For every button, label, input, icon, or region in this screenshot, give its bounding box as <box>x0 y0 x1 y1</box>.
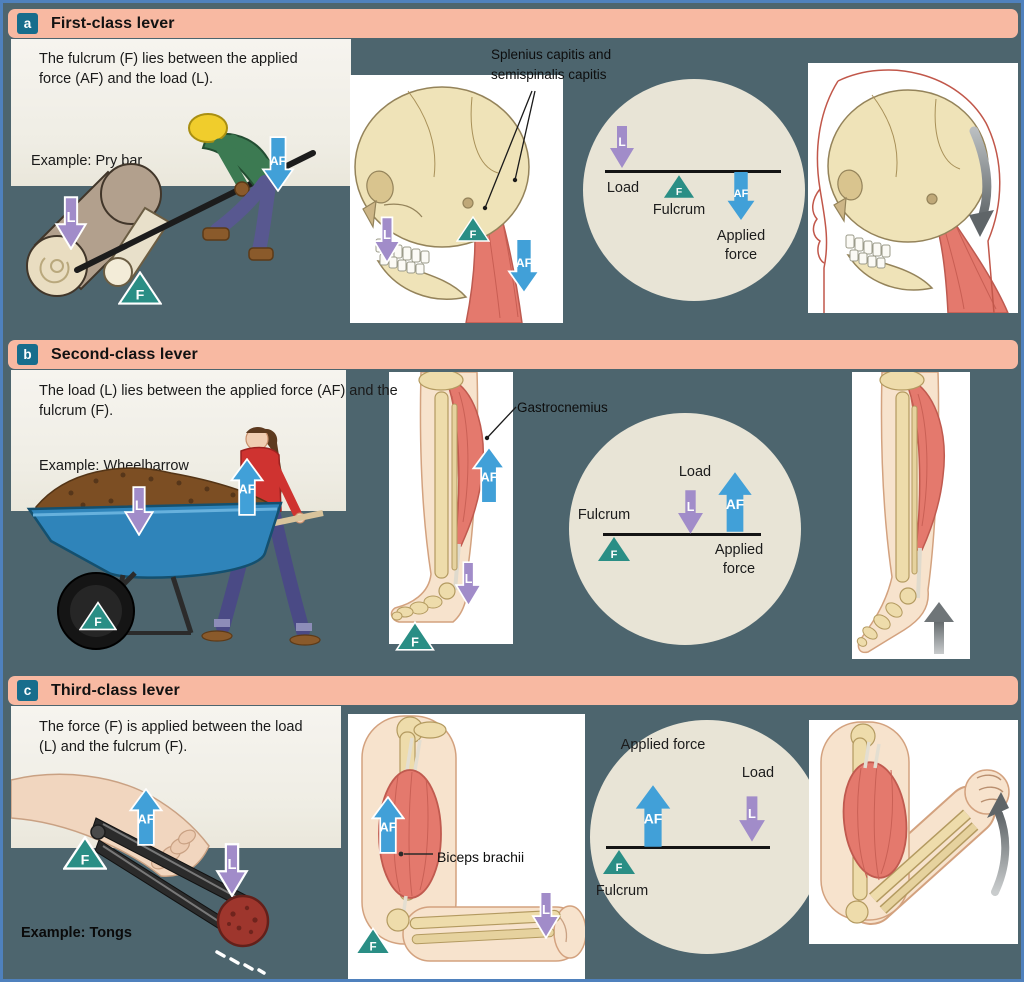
load-label: Load <box>606 180 640 196</box>
load-arrow: L <box>678 490 703 534</box>
tongs-illustration <box>11 773 270 975</box>
svg-text:F: F <box>411 635 419 649</box>
svg-text:L: L <box>383 227 391 242</box>
applied-force-arrow: AF <box>128 788 164 846</box>
svg-text:L: L <box>465 572 473 586</box>
applied-force-label: Applied force <box>716 228 766 263</box>
load-arrow: L <box>373 216 401 264</box>
plantar-flexion-art <box>856 372 954 654</box>
fulcrum-label: Fulcrum <box>652 202 706 218</box>
lever-bar <box>603 533 761 536</box>
fulcrum-triangle: F <box>63 836 107 870</box>
load-arrow: L <box>123 486 155 536</box>
label-leader-lines <box>482 90 536 211</box>
section-c-header: c Third-class lever <box>8 676 1018 705</box>
svg-text:AF: AF <box>734 188 749 200</box>
applied-force-label: Applied force <box>620 737 706 753</box>
section-b-letter-badge: b <box>17 344 38 365</box>
svg-text:F: F <box>81 853 90 869</box>
arm-flexion-art <box>820 721 1010 925</box>
svg-text:F: F <box>676 187 682 198</box>
load-arrow: L <box>215 843 249 897</box>
fulcrum-label: Fulcrum <box>577 507 631 523</box>
load-arrow: L <box>610 126 634 168</box>
fulcrum-triangle: F <box>603 850 635 874</box>
load-arrow: L <box>531 891 561 939</box>
muscle-label-splenius: Splenius capitis and semispinalis capiti… <box>491 47 612 82</box>
lever-diagram-second-class <box>569 413 801 645</box>
svg-text:AF: AF <box>726 497 744 512</box>
pry-bar-illustration <box>26 113 316 297</box>
svg-text:L: L <box>67 210 76 226</box>
svg-text:L: L <box>687 500 695 514</box>
section-b-header: b Second-class lever <box>8 340 1018 369</box>
svg-text:L: L <box>748 806 756 821</box>
applied-force-label: Applied force <box>714 542 764 577</box>
svg-text:AF: AF <box>480 470 497 485</box>
lever-diagram-first-class <box>583 79 805 301</box>
applied-force-arrow: AF <box>229 458 265 516</box>
fulcrum-label: Fulcrum <box>595 883 649 899</box>
muscle-label-gastrocnemius: Gastrocnemius <box>517 400 608 415</box>
svg-text:AF: AF <box>270 154 287 168</box>
section-b-description: The load (L) lies between the applied fo… <box>39 383 398 420</box>
lever-bar <box>606 846 770 849</box>
fulcrum-triangle: F <box>355 927 391 955</box>
section-a-title: First-class lever <box>51 14 175 32</box>
section-c-example-label: Example: Tongs <box>21 925 132 941</box>
section-c-letter-badge: c <box>17 680 38 701</box>
applied-force-arrow: AF <box>507 238 541 294</box>
svg-text:F: F <box>136 288 145 304</box>
applied-force-arrow: AF <box>471 446 507 504</box>
fulcrum-triangle: F <box>598 537 630 561</box>
fulcrum-triangle: F <box>456 216 490 242</box>
applied-force-arrow: AF <box>727 171 755 221</box>
svg-text:AF: AF <box>644 810 663 826</box>
fulcrum-triangle: F <box>79 601 117 631</box>
head-extension-art <box>812 69 1009 313</box>
fulcrum-triangle: F <box>118 271 162 305</box>
calf-muscle-art <box>390 372 484 623</box>
applied-force-arrow: AF <box>635 785 671 847</box>
svg-text:F: F <box>611 549 618 561</box>
biceps-art <box>361 715 585 962</box>
svg-text:AF: AF <box>379 820 396 835</box>
muscle-label-biceps: Biceps brachii <box>437 849 525 865</box>
section-b-title: Second-class lever <box>51 345 198 363</box>
lever-bar <box>605 170 781 173</box>
label-leader-line <box>484 406 517 441</box>
svg-text:F: F <box>369 941 376 954</box>
load-label: Load <box>741 765 775 781</box>
svg-text:AF: AF <box>516 256 533 270</box>
section-c-title: Third-class lever <box>51 681 180 699</box>
load-label: Load <box>678 464 712 480</box>
applied-force-arrow: AF <box>718 472 752 532</box>
section-a-letter-badge: a <box>17 13 38 34</box>
svg-text:L: L <box>618 135 625 149</box>
svg-text:L: L <box>228 857 237 873</box>
section-a-description: The fulcrum (F) lies between the applied… <box>39 51 298 88</box>
load-arrow: L <box>455 561 482 607</box>
svg-text:F: F <box>616 862 623 874</box>
section-a-example-label: Example: Pry bar <box>31 153 143 169</box>
svg-text:L: L <box>542 902 550 917</box>
svg-text:AF: AF <box>137 812 154 827</box>
section-c-description: The force (F) is applied between the loa… <box>39 719 303 756</box>
svg-text:F: F <box>470 229 477 241</box>
svg-text:AF: AF <box>238 482 255 497</box>
applied-force-arrow: AF <box>371 796 405 854</box>
lever-diagram-third-class <box>590 720 824 954</box>
svg-text:L: L <box>135 498 143 513</box>
applied-force-arrow: AF <box>261 136 295 192</box>
fulcrum-triangle: F <box>395 621 435 651</box>
fulcrum-triangle: F <box>663 175 695 198</box>
svg-text:F: F <box>94 615 102 629</box>
wheelbarrow-illustration <box>26 427 324 650</box>
load-arrow: L <box>54 196 88 250</box>
load-arrow: L <box>739 796 765 842</box>
section-a-header: a First-class lever <box>8 9 1018 38</box>
